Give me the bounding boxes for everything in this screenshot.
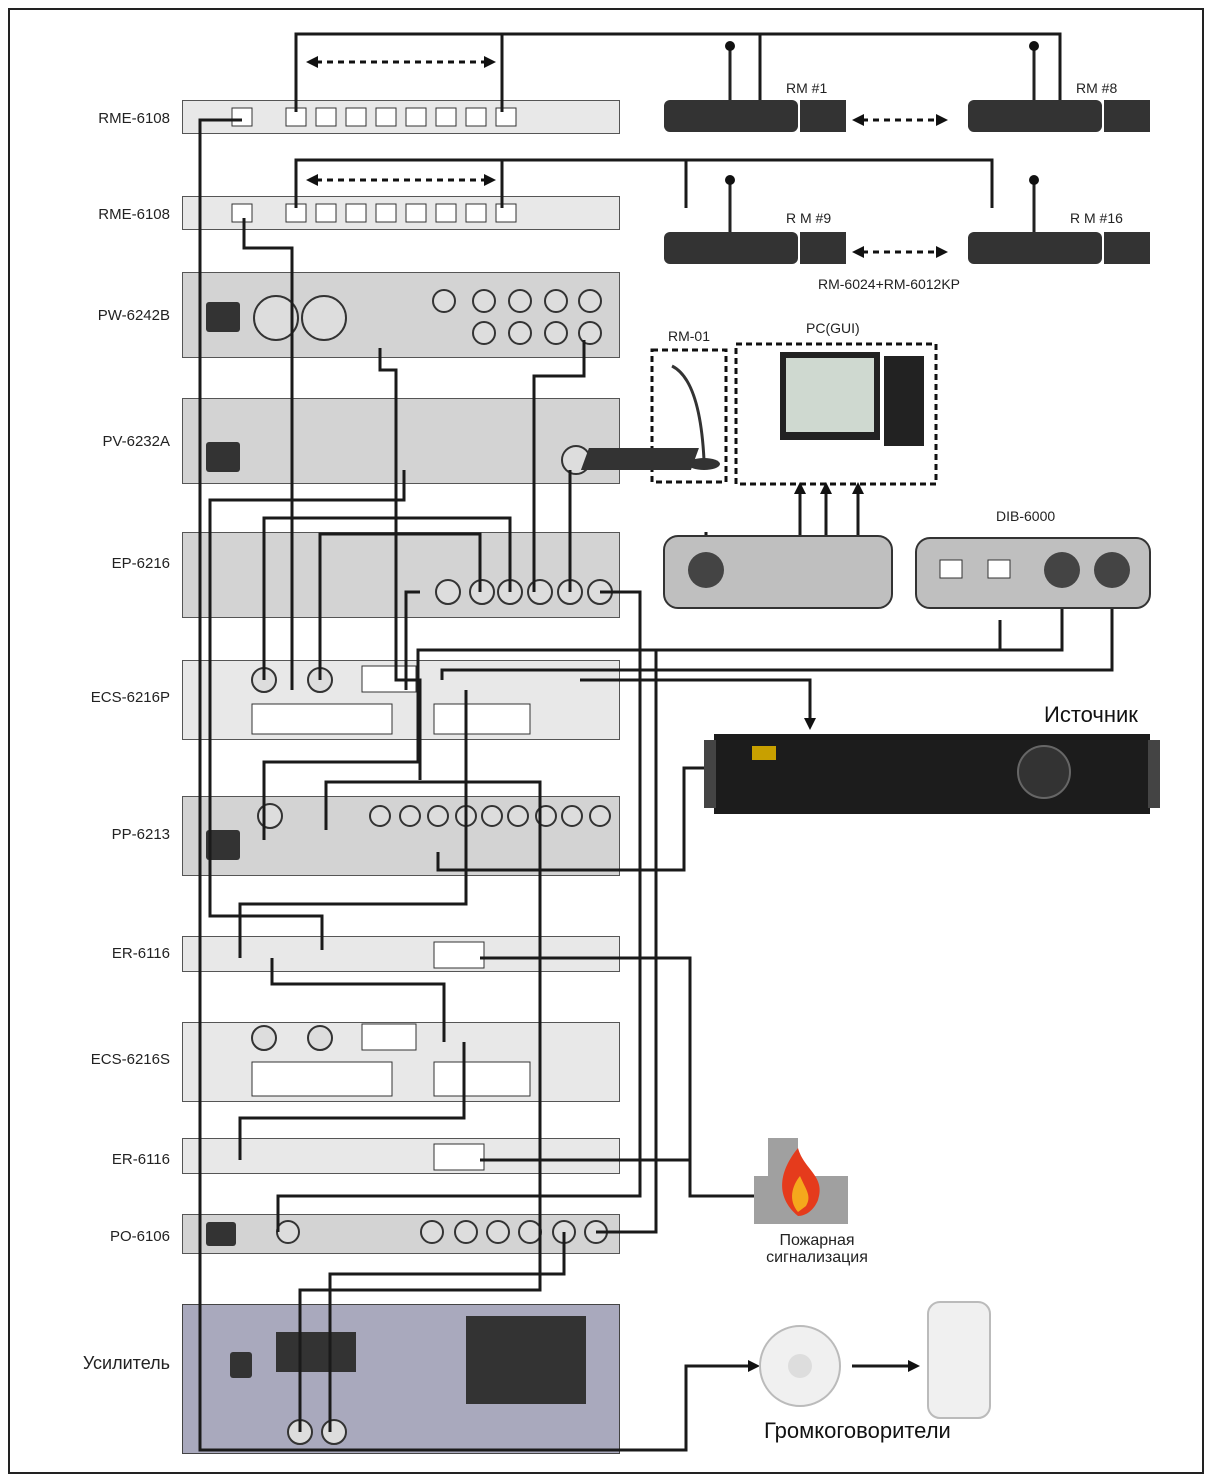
rack-label: PO-6106 <box>109 1228 170 1245</box>
er-6116-unit-1 <box>182 936 620 972</box>
rack-label: EP-6216 <box>111 555 170 572</box>
rack-label: ECS-6216S <box>90 1051 170 1068</box>
rack-label: RME-6108 <box>98 206 170 223</box>
pw-6242b-unit <box>182 272 620 358</box>
diagram-frame <box>8 8 1204 1474</box>
rack-label: RME-6108 <box>98 110 170 127</box>
po-6106-unit <box>182 1214 620 1254</box>
pv-6232a-unit <box>182 398 620 484</box>
remote-mic-rm8 <box>968 41 1150 132</box>
source-label: Источник <box>1044 702 1138 727</box>
remote-mic-rm1 <box>664 41 846 132</box>
rme-6108-unit-2 <box>182 196 620 230</box>
rack-label: Усилитель <box>82 1353 170 1373</box>
remote-mic-rm9 <box>664 175 846 264</box>
er-6116-unit-2 <box>182 1138 620 1174</box>
rm16-label: R M #16 <box>1070 210 1123 226</box>
remote-mic-rm16 <box>968 175 1150 264</box>
rack-label: PV-6232A <box>102 433 170 450</box>
rme-6108-unit-1 <box>182 100 620 134</box>
pc-label: PC(GUI) <box>806 320 860 336</box>
rack-label: ER-6116 <box>111 1151 170 1168</box>
fire-alarm-label: Пожарная сигнализация <box>766 1232 868 1266</box>
rm1-label: RM #1 <box>786 80 828 96</box>
rack-label: ECS-6216P <box>90 689 170 706</box>
speakers-label: Громкоговорители <box>764 1418 951 1443</box>
rm8-label: RM #8 <box>1076 80 1118 96</box>
rack-label: PW-6242B <box>97 307 170 324</box>
rm9-label: R M #9 <box>786 210 832 226</box>
dib-label: DIB-6000 <box>996 508 1056 524</box>
rm-model-label: RM-6024+RM-6012KP <box>818 276 961 292</box>
rack-label: ER-6116 <box>111 945 170 962</box>
rack-label: PP-6213 <box>111 826 170 843</box>
rm01-label: RM-01 <box>668 328 711 344</box>
